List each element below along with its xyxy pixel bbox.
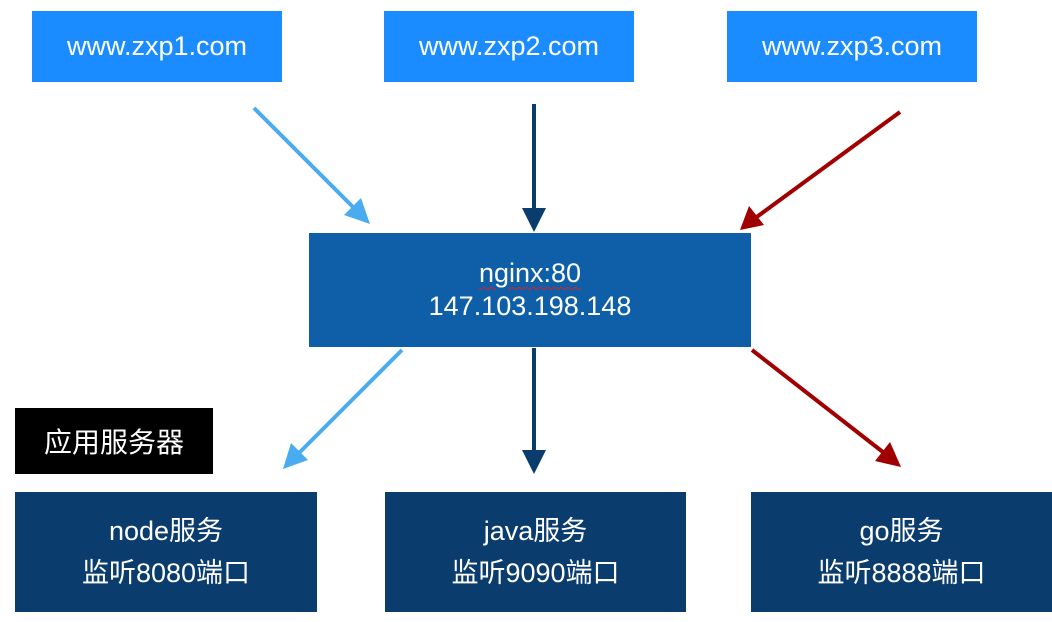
- service-port: 监听9090端口: [451, 558, 620, 588]
- domain-label: www.zxp2.com: [418, 31, 600, 61]
- service-name: go服务: [859, 516, 944, 546]
- nginx-proxy-box: nginx:80 147.103.198.148: [309, 233, 751, 347]
- arrow-nginx-to-java: [522, 348, 546, 474]
- service-port: 监听8080端口: [81, 558, 251, 588]
- app-servers-label-text: 应用服务器: [43, 427, 184, 458]
- service-box-node: node服务 监听8080端口: [15, 492, 317, 612]
- service-box-java: java服务 监听9090端口: [385, 492, 686, 612]
- arrow-nginx-to-node: [283, 348, 404, 469]
- proxy-ip: 147.103.198.148: [428, 291, 632, 321]
- domain-box-zxp1: www.zxp1.com: [32, 11, 282, 82]
- arrow-zxp3-to-nginx: [740, 110, 902, 230]
- arrow-nginx-to-go: [750, 348, 901, 467]
- domain-box-zxp3: www.zxp3.com: [727, 11, 977, 82]
- arrow-zxp2-to-nginx: [522, 104, 546, 232]
- domain-box-zxp2: www.zxp2.com: [384, 11, 634, 82]
- service-name: java服务: [483, 516, 588, 546]
- service-name: node服务: [108, 516, 224, 546]
- arrow-zxp1-to-nginx: [252, 106, 370, 224]
- app-servers-label: 应用服务器: [15, 408, 213, 474]
- domain-label: www.zxp1.com: [66, 31, 248, 61]
- service-box-go: go服务 监听8888端口: [751, 492, 1052, 612]
- domain-label: www.zxp3.com: [761, 31, 943, 61]
- service-port: 监听8888端口: [817, 558, 986, 588]
- proxy-name: nginx:80: [478, 258, 582, 288]
